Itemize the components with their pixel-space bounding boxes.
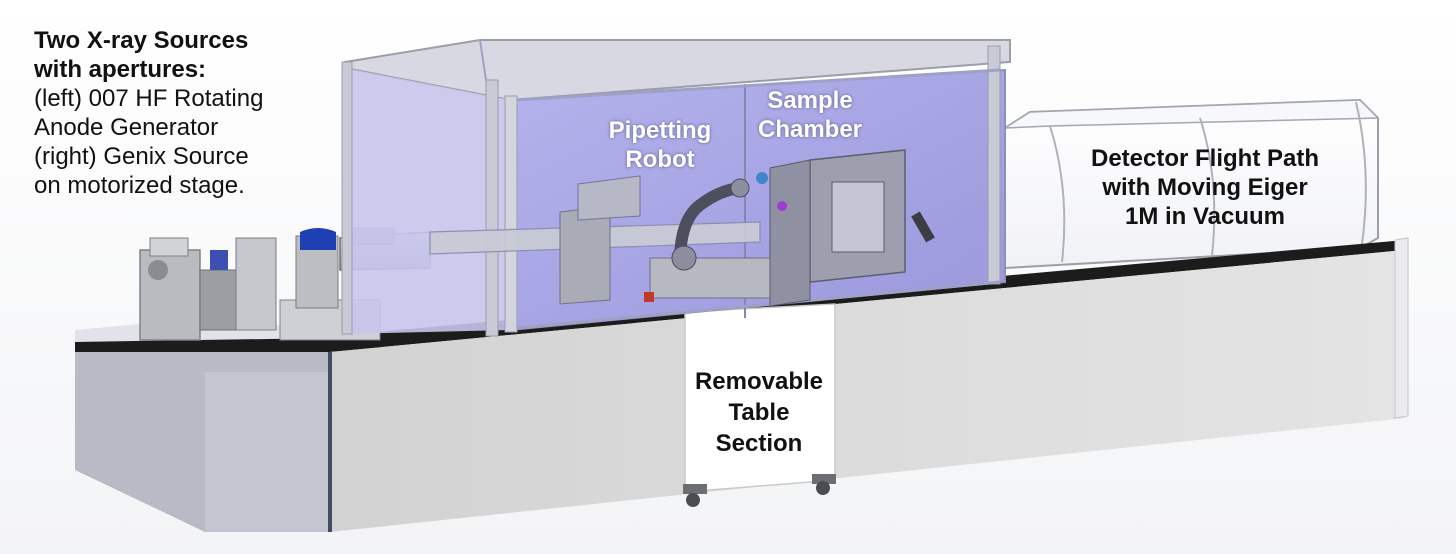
table-top-edge [75, 240, 1405, 352]
sources-body-line: (right) Genix Source [34, 143, 249, 170]
detector-label-line: 1M in Vacuum [1124, 203, 1286, 230]
xray-sources [139, 227, 431, 341]
rotating-anode-generator [139, 237, 241, 341]
aperture-housing [559, 175, 641, 305]
chamber-label-line: Chamber [757, 116, 863, 143]
robot-label-line: Pipetting [608, 117, 712, 144]
table-front-face [330, 250, 1405, 532]
robot-label-line: Robot [625, 146, 695, 173]
enclosure-internals [429, 149, 935, 307]
table-section-label-line: Section [715, 430, 803, 457]
label-pipetting-robot: Pipetting Robot [590, 116, 730, 174]
label-removable-table-section: Removable Table Section [684, 366, 834, 459]
caster-left [683, 484, 707, 507]
sources-body-line: on motorized stage. [34, 172, 245, 199]
detector-flight-path [1002, 98, 1380, 270]
label-sample-chamber: Sample Chamber [740, 86, 880, 144]
sources-title-line: with apertures: [34, 56, 207, 83]
sources-body-line: Anode Generator [34, 114, 219, 141]
sources-title-line: Two X-ray Sources [34, 27, 249, 54]
detector-label-line: Detector Flight Path [1090, 145, 1319, 172]
label-detector-flight-path: Detector Flight Path with Moving Eiger 1… [1060, 144, 1350, 231]
sources-body-line: (left) 007 HF Rotating [34, 85, 264, 112]
caster-right [812, 474, 836, 495]
label-xray-sources: Two X-ray Sources with apertures: (left)… [34, 26, 263, 200]
enclosure [341, 39, 1011, 337]
detector-label-line: with Moving Eiger [1102, 174, 1308, 201]
table-section-label-line: Removable [694, 368, 824, 395]
chamber-label-line: Sample [767, 87, 853, 114]
pipetting-robot [644, 172, 771, 302]
genix-source [235, 228, 381, 341]
sample-chamber [769, 149, 935, 307]
table-section-label-line: Table [728, 399, 790, 426]
